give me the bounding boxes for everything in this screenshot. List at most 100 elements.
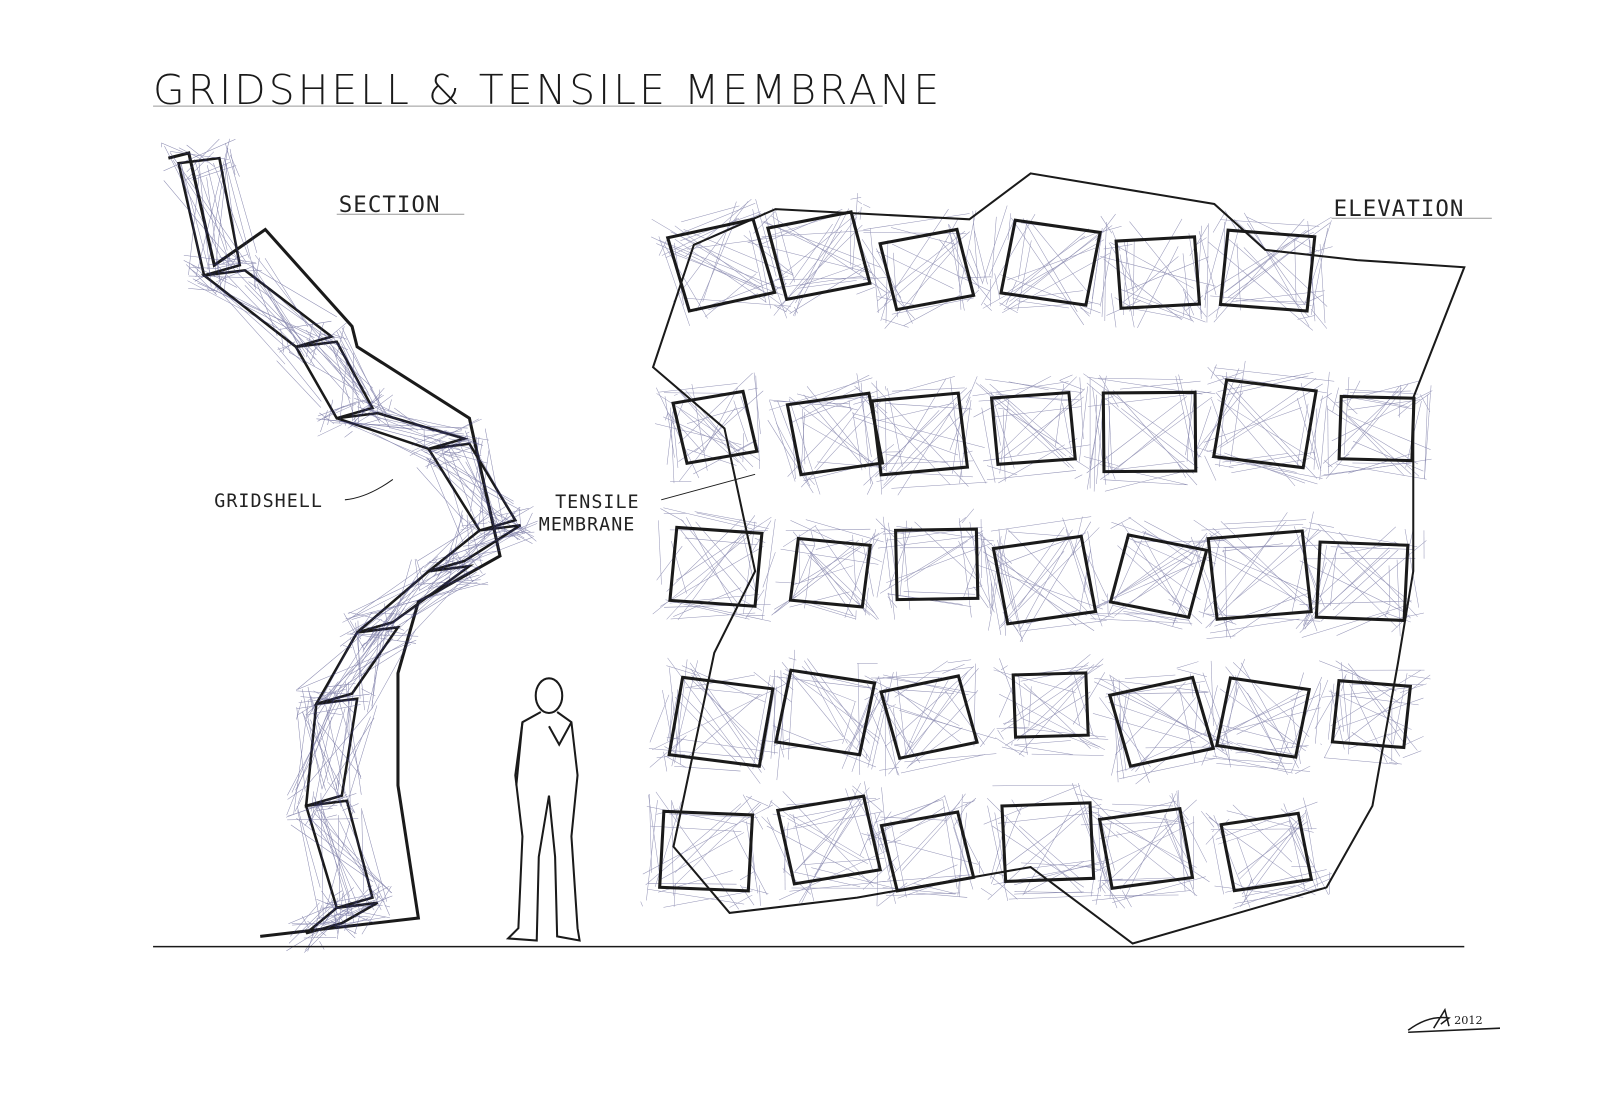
hatch-stroke bbox=[1352, 440, 1424, 472]
hatch-stroke bbox=[1399, 384, 1401, 418]
hatch-stroke bbox=[1115, 681, 1186, 755]
hatch-stroke bbox=[880, 528, 906, 535]
hatch-stroke bbox=[1081, 545, 1108, 598]
hatch-stroke bbox=[755, 199, 777, 277]
hatch-stroke bbox=[1073, 672, 1094, 735]
hatch-stroke bbox=[1330, 547, 1337, 606]
hatch-stroke bbox=[900, 754, 986, 774]
hatch-stroke bbox=[904, 677, 940, 755]
hatch-stroke bbox=[1303, 528, 1320, 546]
hatch-stroke bbox=[789, 880, 894, 892]
hatch-stroke bbox=[1204, 216, 1332, 295]
hatch-stroke bbox=[1222, 543, 1284, 552]
hatch-stroke bbox=[277, 347, 322, 402]
hatch-stroke bbox=[1210, 295, 1312, 306]
hatch-stroke bbox=[287, 788, 303, 800]
hatch-stroke bbox=[1020, 620, 1107, 632]
hatch-stroke bbox=[810, 531, 816, 546]
hatch-stroke bbox=[915, 892, 968, 898]
hatch-stroke bbox=[761, 816, 775, 829]
hatch-stroke bbox=[885, 386, 887, 391]
hatch-stroke bbox=[877, 882, 908, 907]
hatch-stroke bbox=[296, 699, 356, 710]
elevation-gridshell-panel bbox=[1206, 529, 1313, 621]
hatch-stroke bbox=[659, 383, 738, 393]
hatch-stroke bbox=[1247, 692, 1288, 775]
hatch-stroke bbox=[1325, 383, 1409, 479]
hatch-stroke bbox=[696, 512, 769, 529]
hatch-stroke bbox=[1088, 738, 1109, 740]
hatch-stroke bbox=[882, 516, 895, 620]
hatch-stroke bbox=[1093, 394, 1097, 492]
hatch-stroke bbox=[1176, 661, 1199, 669]
hatch-stroke bbox=[1224, 452, 1306, 484]
hatch-stroke bbox=[189, 267, 203, 279]
hatch-stroke bbox=[803, 374, 870, 409]
elevation-gridshell-panel bbox=[1218, 228, 1317, 313]
hatch-stroke bbox=[439, 439, 464, 528]
hatch-stroke bbox=[777, 224, 863, 309]
hatch-stroke bbox=[183, 255, 242, 263]
hatch-stroke bbox=[345, 716, 371, 778]
hatch-stroke bbox=[1018, 219, 1028, 280]
hatch-stroke bbox=[1164, 825, 1189, 878]
hatch-stroke bbox=[1209, 533, 1220, 548]
hatch-stroke bbox=[1022, 808, 1072, 896]
hatch-stroke bbox=[1074, 474, 1083, 479]
hatch-stroke bbox=[456, 558, 469, 581]
hatch-stroke bbox=[190, 263, 304, 364]
hatch-stroke bbox=[1020, 717, 1099, 749]
hatch-stroke bbox=[264, 258, 309, 328]
hatch-stroke bbox=[1206, 635, 1236, 639]
hatch-stroke bbox=[1196, 554, 1215, 617]
hatch-stroke bbox=[352, 393, 382, 424]
hatch-stroke bbox=[324, 336, 336, 345]
hatch-stroke bbox=[443, 564, 469, 573]
hatch-stroke bbox=[649, 735, 687, 768]
hatch-stroke bbox=[992, 784, 1077, 787]
hatch-stroke bbox=[352, 352, 354, 422]
hatch-stroke bbox=[694, 390, 764, 453]
hatch-stroke bbox=[1322, 387, 1402, 464]
hatch-stroke bbox=[1309, 522, 1335, 528]
hatch-stroke bbox=[1200, 548, 1317, 611]
hatch-stroke bbox=[856, 287, 875, 295]
hatch-stroke bbox=[876, 479, 884, 483]
hatch-stroke bbox=[788, 398, 821, 495]
hatch-stroke bbox=[302, 711, 326, 791]
hatch-stroke bbox=[448, 447, 472, 456]
elevation-gridshell-panel bbox=[878, 227, 976, 312]
hatch-stroke bbox=[787, 818, 869, 865]
hatch-stroke bbox=[456, 582, 478, 586]
hatch-stroke bbox=[1111, 293, 1117, 328]
hatch-stroke bbox=[320, 632, 357, 701]
hatch-stroke bbox=[983, 444, 1091, 462]
hatch-stroke bbox=[1204, 285, 1207, 308]
hatch-stroke bbox=[869, 228, 879, 313]
hatch-stroke bbox=[1305, 810, 1318, 887]
hatch-stroke bbox=[974, 230, 988, 285]
hatch-stroke bbox=[484, 428, 505, 533]
hatch-stroke bbox=[1182, 288, 1195, 316]
hatch-stroke bbox=[322, 811, 350, 915]
hatch-stroke bbox=[343, 355, 364, 416]
hatch-stroke bbox=[303, 937, 337, 939]
hatch-stroke bbox=[288, 352, 361, 393]
hatch-stroke bbox=[417, 505, 507, 562]
hatch-stroke bbox=[884, 247, 956, 329]
hatch-stroke bbox=[1295, 765, 1311, 774]
hatch-stroke bbox=[781, 662, 844, 738]
hatch-stroke bbox=[336, 692, 351, 798]
hatch-stroke bbox=[314, 642, 365, 721]
elevation-outline bbox=[651, 172, 1466, 945]
hatch-stroke bbox=[326, 814, 337, 818]
hatch-stroke bbox=[1305, 550, 1391, 625]
hatch-stroke bbox=[1083, 789, 1110, 817]
hatch-stroke bbox=[1290, 693, 1309, 701]
hatch-stroke bbox=[321, 890, 348, 929]
hatch-stroke bbox=[307, 689, 346, 701]
hatch-stroke bbox=[1107, 392, 1113, 471]
hatch-stroke bbox=[1345, 389, 1419, 395]
hatch-stroke bbox=[904, 540, 968, 582]
